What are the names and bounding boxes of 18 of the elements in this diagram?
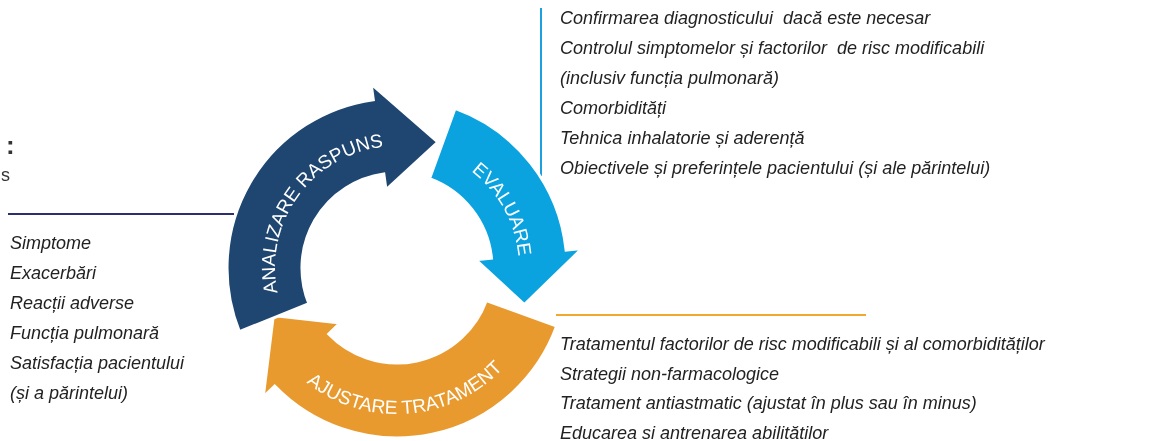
list-item: Tratamentul factorilor de risc modificabili și al comorbidităților [560, 333, 1045, 356]
list-item: Strategii non-farmacologice [560, 362, 780, 386]
list-item: Comorbidități [560, 97, 667, 120]
list-item: Exacerbări [10, 262, 97, 285]
list-item: Confirmarea diagnosticului dacă este necesar [560, 7, 931, 30]
list-item: Tratament antiastmatic (ajustat în plus sau în minus) [560, 392, 977, 415]
list-item: Satisfacția pacientului [10, 352, 185, 375]
list-item: Reacții adverse [10, 292, 135, 315]
list-item: (și a părintelui) [10, 382, 129, 405]
list-item: Obiectivele și preferințele pacientului (și ale părintelui) [560, 157, 991, 180]
text-fragment: : [6, 132, 15, 158]
list-item: Controlul simptomelor și factorilor de risc modificabili [560, 37, 985, 60]
list-item: Educarea si antrenarea abilitătilor [560, 421, 829, 441]
list-item: Funcția pulmonară [10, 322, 160, 345]
list-item: Tehnica inhalatorie și aderență [560, 127, 805, 150]
list-item: (inclusiv funcția pulmonară) [560, 67, 780, 90]
list-item: Simptome [10, 232, 92, 255]
text-fragment: s [1, 166, 10, 184]
